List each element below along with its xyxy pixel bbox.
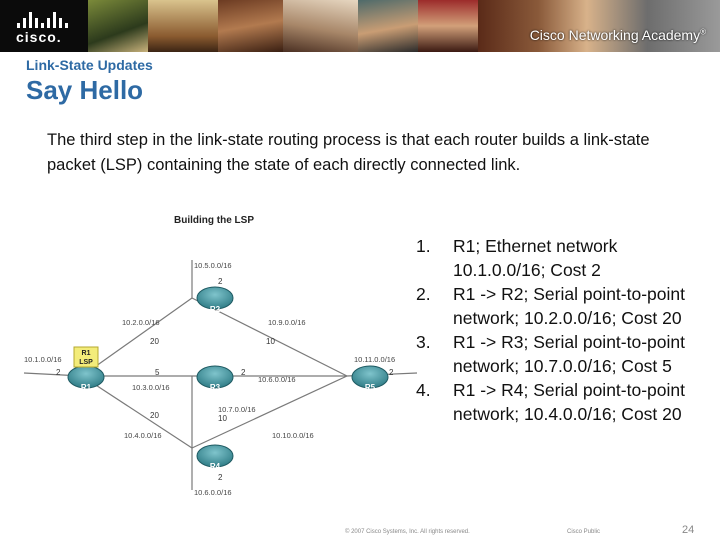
cost-r1r2: 20 — [150, 337, 159, 346]
cost-labels: 2 2 20 10 2 5 2 2 20 10 — [56, 277, 394, 482]
net-label-r1r3: 10.3.0.0/16 — [132, 383, 170, 392]
router-r5-icon: R5 — [351, 365, 389, 392]
lsp-steps-list: 1. R1; Ethernet network 10.1.0.0/16; Cost… — [416, 234, 706, 426]
cost-top: 2 — [218, 277, 223, 286]
list-item: 2. R1 -> R2; Serial point-to-point networ… — [416, 282, 706, 330]
router-r4-label: R4 — [210, 462, 221, 471]
slide-title: Say Hello — [26, 75, 144, 105]
photo-3 — [218, 0, 283, 52]
router-r5-label: R5 — [365, 383, 376, 392]
router-r2-icon: R2 — [196, 286, 234, 314]
cost-r3r4: 10 — [218, 414, 227, 423]
net-label-r4r5: 10.10.0.0/16 — [272, 431, 314, 440]
net-label-top: 10.5.0.0/16 — [194, 261, 232, 270]
router-r3-label: R3 — [210, 383, 221, 392]
logo-text: cisco. — [16, 29, 62, 45]
net-label-r3r5: 10.6.0.0/16 — [258, 375, 296, 384]
photo-4 — [283, 0, 358, 52]
list-item-text: R1 -> R2; Serial point-to-point network;… — [453, 284, 685, 328]
cost-bottom: 2 — [218, 473, 223, 482]
academy-wordmark: Cisco Networking Academy® — [529, 27, 706, 43]
section-eyebrow: Link-State Updates — [26, 57, 153, 73]
list-item: 1. R1; Ethernet network 10.1.0.0/16; Cost… — [416, 234, 706, 282]
router-r1-label: R1 — [81, 383, 92, 392]
net-label-r5eth: 10.11.0.0/16 — [354, 355, 395, 364]
net-label-r2r5: 10.9.0.0/16 — [268, 318, 306, 327]
list-item-text: R1 -> R3; Serial point-to-point network;… — [453, 332, 685, 376]
net-label-r3r4: 10.7.0.0/16 — [218, 405, 256, 414]
cisco-bridge-icon — [17, 10, 73, 28]
photo-7 — [478, 0, 720, 52]
cost-r1r4: 20 — [150, 411, 159, 420]
router-r3-icon: R3 — [196, 365, 234, 392]
list-item-number: 4. — [416, 380, 431, 400]
lsp-label-line2: LSP — [79, 359, 93, 366]
router-r4-icon: R4 — [196, 444, 234, 471]
cisco-logo: cisco. — [14, 10, 78, 45]
header-photo-strip — [88, 0, 720, 52]
cost-r3r5: 2 — [241, 368, 246, 377]
net-label-bottom: 10.6.0.0/16 — [194, 488, 232, 497]
intro-paragraph: The third step in the link-state routing… — [47, 131, 650, 174]
footer-copyright: © 2007 Cisco Systems, Inc. All rights re… — [345, 529, 470, 535]
photo-6 — [418, 0, 478, 52]
list-item-text: R1; Ethernet network 10.1.0.0/16; Cost 2 — [453, 236, 618, 280]
page-number: 24 — [682, 524, 695, 536]
list-item-number: 3. — [416, 332, 431, 352]
network-labels: 10.5.0.0/16 10.6.0.0/16 10.2.0.0/16 10.9… — [24, 261, 395, 497]
list-item: 4. R1 -> R4; Serial point-to-point networ… — [416, 378, 706, 426]
net-label-r1eth: 10.1.0.0/16 — [24, 355, 62, 364]
net-label-r1r4: 10.4.0.0/16 — [124, 431, 162, 440]
cost-r2r5: 10 — [266, 337, 275, 346]
cost-r5eth: 2 — [389, 368, 394, 377]
list-item-number: 1. — [416, 236, 431, 256]
photo-2 — [148, 0, 218, 52]
lsp-label-line1: R1 — [82, 350, 91, 357]
lsp-packet-icon: R1 LSP — [73, 346, 99, 368]
list-item: 3. R1 -> R3; Serial point-to-point networ… — [416, 330, 706, 378]
photo-1 — [88, 0, 148, 52]
network-diagram: R2 R1 R3 R5 R4 R1 LSP 10.5.0.0/16 10.6.0… — [23, 260, 417, 497]
net-label-r1r2: 10.2.0.0/16 — [122, 318, 160, 327]
cost-r1eth: 2 — [56, 368, 61, 377]
list-item-text: R1 -> R4; Serial point-to-point network;… — [453, 380, 685, 424]
router-r1-icon: R1 — [67, 365, 105, 392]
cost-r1r3: 5 — [155, 368, 160, 377]
diagram-title: Building the LSP — [174, 215, 254, 226]
header-banner: cisco. Cisco Networking Academy® — [0, 0, 720, 52]
photo-5 — [358, 0, 418, 52]
footer-classification: Cisco Public — [567, 529, 601, 535]
list-item-number: 2. — [416, 284, 431, 304]
router-r2-label: R2 — [210, 305, 221, 314]
